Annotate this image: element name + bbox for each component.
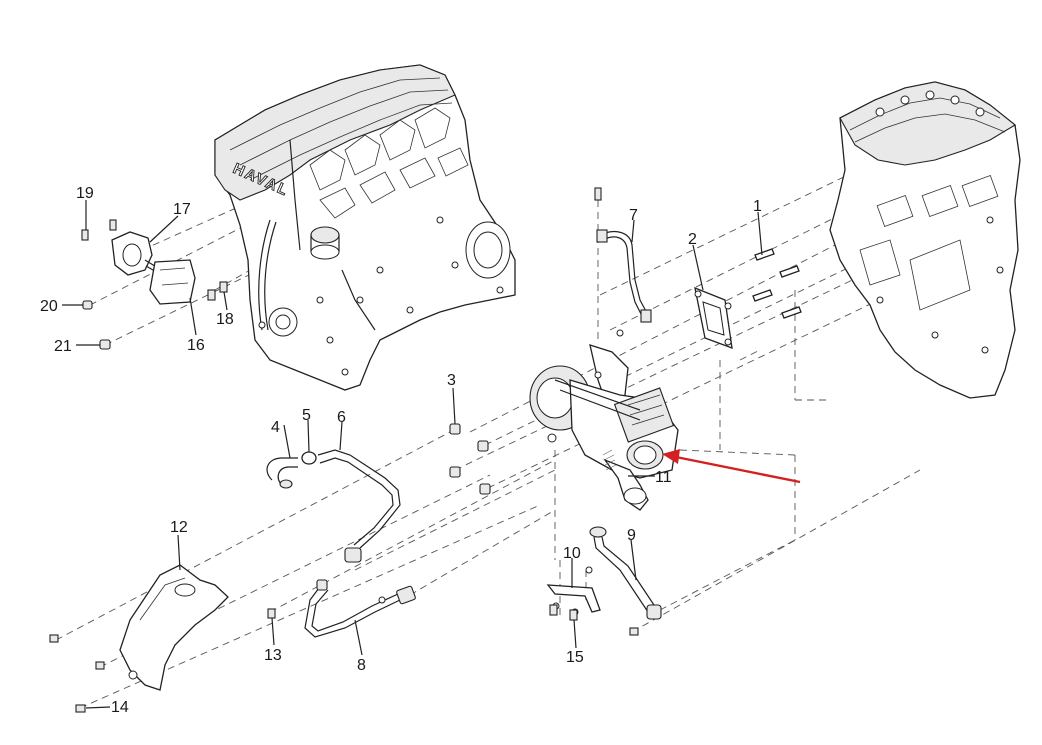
callout-9: 9 — [627, 527, 636, 544]
callout-4: 4 — [271, 419, 280, 436]
callout-18: 18 — [216, 311, 234, 328]
heat-shield — [119, 564, 229, 691]
oil-drain-pipe — [585, 526, 662, 636]
callout-10: 10 — [563, 545, 581, 562]
studs — [752, 248, 802, 319]
turbo-gasket — [694, 286, 733, 349]
turbocharger-assembly — [529, 344, 679, 511]
engine-assembly-left: HAVAL — [214, 64, 516, 391]
callout-7: 7 — [629, 207, 638, 224]
callout-16: 16 — [187, 337, 205, 354]
callout-15: 15 — [566, 649, 584, 666]
callout-6: 6 — [337, 409, 346, 426]
callout-1: 1 — [753, 198, 762, 215]
bolts — [49, 604, 639, 713]
callout-11: 11 — [655, 469, 672, 486]
coolant-hose-and-pipe — [266, 449, 401, 563]
callout-12: 12 — [170, 519, 188, 536]
highlight-arrow — [662, 449, 801, 484]
callout-17: 17 — [173, 201, 191, 218]
engine-block-right — [829, 81, 1021, 399]
callout-19: 19 — [76, 185, 94, 202]
callout-14: 14 — [111, 699, 129, 716]
callout-3: 3 — [447, 372, 456, 389]
oil-feed-pipe — [594, 187, 652, 337]
coolant-outlet-housing — [81, 219, 228, 350]
callout-21: 21 — [54, 338, 72, 355]
callout-13: 13 — [264, 647, 282, 664]
callout-20: 20 — [40, 298, 58, 315]
callout-8: 8 — [357, 657, 366, 674]
callout-labels: 1 2 3 4 5 6 7 8 9 10 11 12 13 14 15 16 1… — [40, 185, 762, 716]
callout-5: 5 — [302, 407, 311, 424]
callout-2: 2 — [688, 231, 697, 248]
leader-lines — [62, 200, 763, 709]
nuts — [449, 423, 491, 495]
oil-return-pipe — [304, 579, 416, 638]
